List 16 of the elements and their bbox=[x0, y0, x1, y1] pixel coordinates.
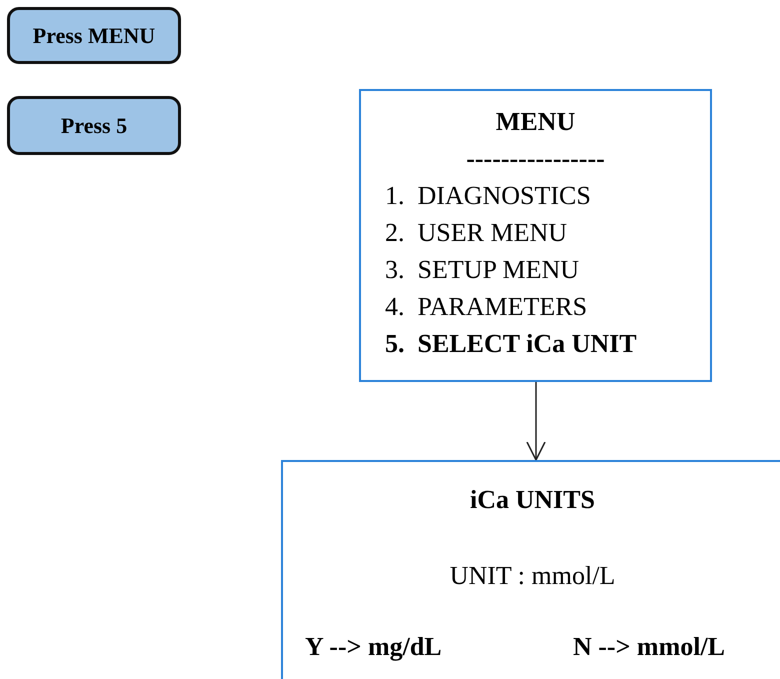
option-text: Y --> mg/dL bbox=[305, 631, 442, 663]
option-text: N --> mmol/L bbox=[573, 631, 726, 663]
menu-item: 5. SELECT iCa UNIT bbox=[385, 328, 638, 360]
arrow bbox=[526, 382, 546, 461]
current-unit-text: UNIT : mmol/L bbox=[448, 560, 616, 592]
screen-title: iCa UNITS bbox=[469, 484, 596, 516]
menu-title: MENU bbox=[494, 106, 576, 138]
menu-item: 4. PARAMETERS bbox=[385, 291, 588, 323]
units-screen bbox=[281, 460, 780, 679]
step-button: Press MENU bbox=[7, 7, 181, 64]
separator-text: ---------------- bbox=[465, 143, 606, 175]
menu-item: 2. USER MENU bbox=[385, 217, 568, 249]
menu-item: 3. SETUP MENU bbox=[385, 254, 580, 286]
step-button: Press 5 bbox=[7, 96, 181, 155]
menu-screen bbox=[359, 89, 712, 382]
menu-item: 1. DIAGNOSTICS bbox=[385, 180, 592, 212]
